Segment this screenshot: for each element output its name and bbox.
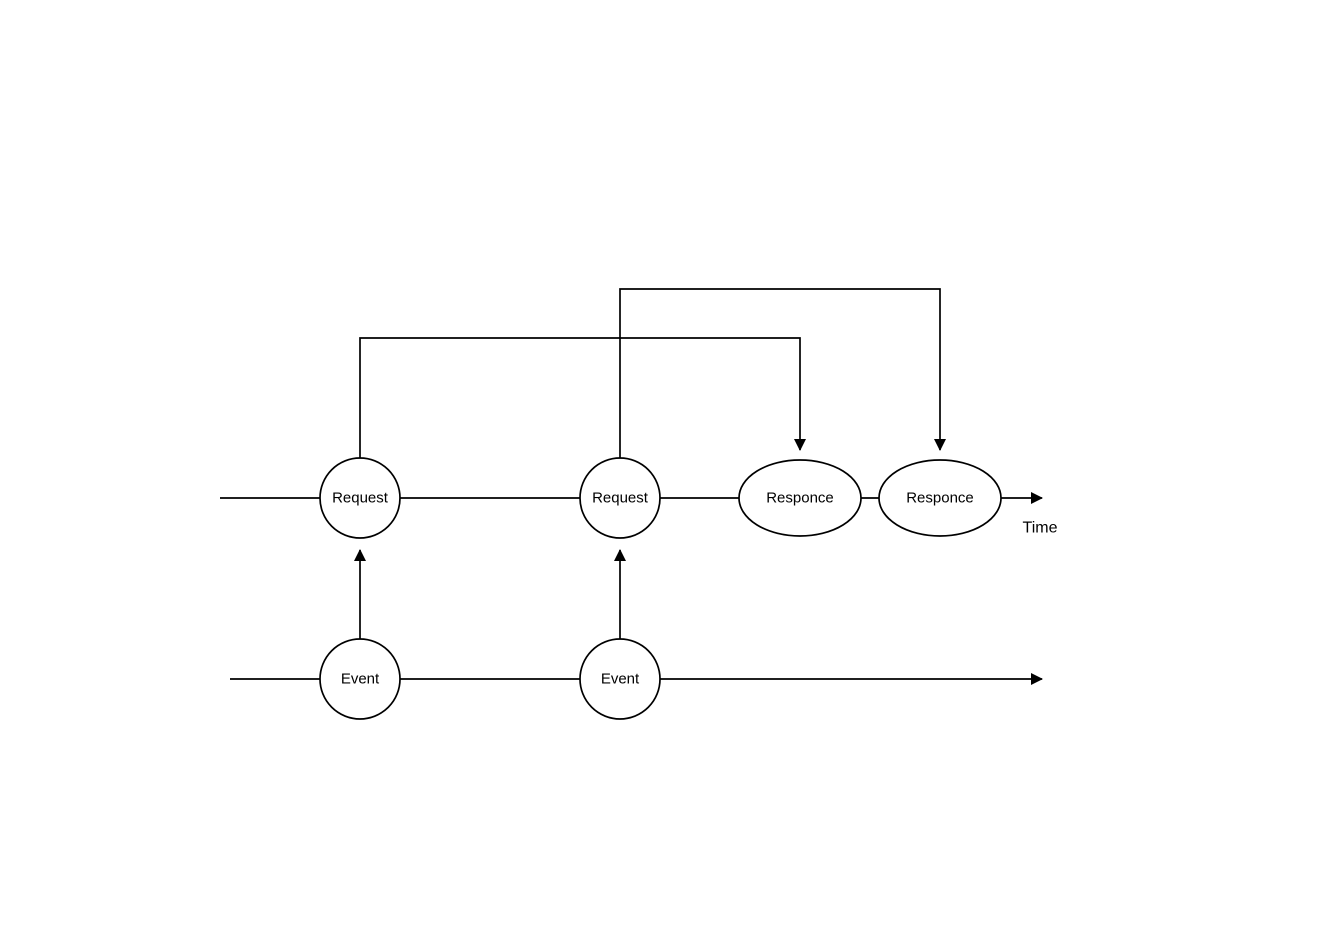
node-responce-2: Responce <box>878 459 1002 537</box>
node-request-2-label: Request <box>592 490 649 507</box>
edge-request-2-to-responce-2 <box>619 288 946 460</box>
node-responce-1-shape <box>738 459 862 537</box>
node-responce-2-label: Responce <box>906 490 974 507</box>
node-request-2: Request <box>579 457 661 539</box>
node-event-1-label: Event <box>341 671 380 688</box>
node-event-2-shape <box>579 638 661 720</box>
node-event-2: Event <box>579 638 661 720</box>
node-responce-1: Responce <box>738 459 862 537</box>
node-request-2-shape <box>579 457 661 539</box>
node-event-1-shape <box>319 638 401 720</box>
node-responce-2-shape <box>878 459 1002 537</box>
node-event-2-label: Event <box>601 671 640 688</box>
node-request-1-label: Request <box>332 490 389 507</box>
time-axis-label: Time <box>1023 520 1058 537</box>
node-request-1: Request <box>319 457 401 539</box>
node-event-1: Event <box>319 638 401 720</box>
node-responce-1-label: Responce <box>766 490 834 507</box>
edge-request-1-to-responce-1 <box>359 337 806 460</box>
node-request-1-shape <box>319 457 401 539</box>
